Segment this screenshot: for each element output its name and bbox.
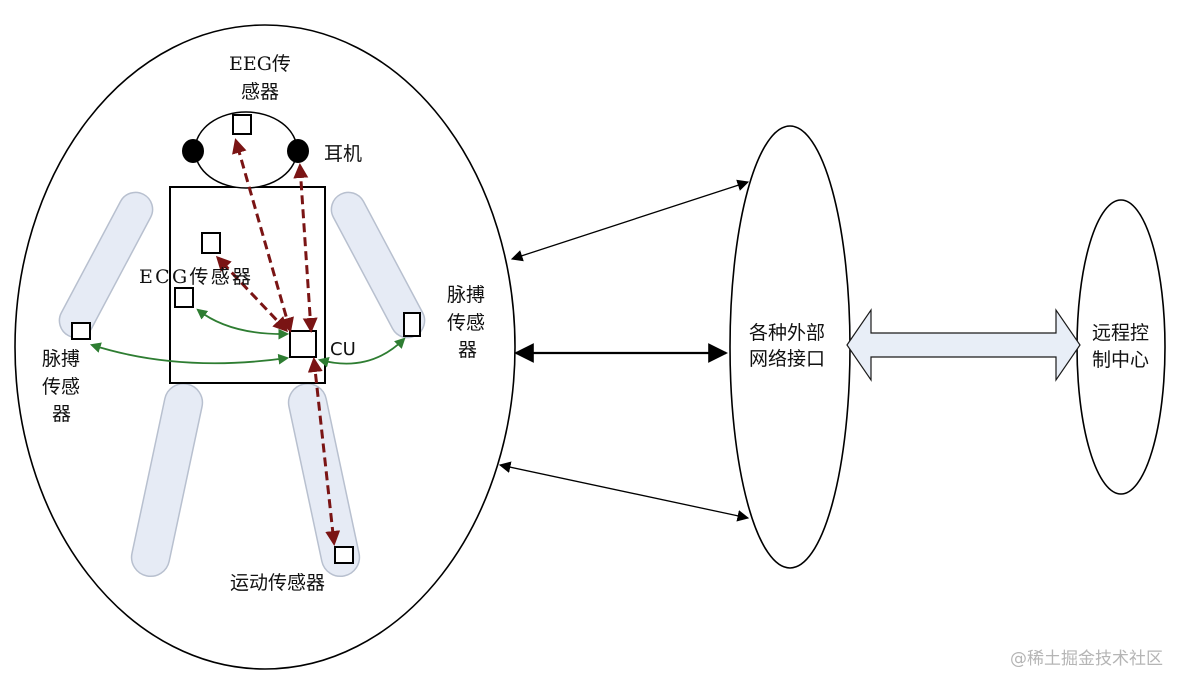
left-leg xyxy=(130,382,204,578)
eeg-label-line2: 感器 xyxy=(241,81,279,103)
pulse-sensor-left-box xyxy=(71,322,91,340)
interface-remote-double-arrow xyxy=(846,308,1081,382)
earphone-left-icon xyxy=(182,139,204,163)
pulse-right-label-line3: 器 xyxy=(458,339,477,361)
remote-center-ellipse xyxy=(1076,199,1166,495)
ecg-sensor-box-top xyxy=(201,232,221,254)
link-cu-pulse-right xyxy=(317,337,406,368)
interface-label-line2: 网络接口 xyxy=(749,348,825,370)
ecg-sensor-box-side xyxy=(174,287,194,308)
link-cu-motion xyxy=(307,357,341,546)
human-figure xyxy=(58,111,426,578)
link-top xyxy=(510,179,750,262)
link-bottom xyxy=(498,461,750,522)
eeg-sensor-box xyxy=(232,114,252,135)
link-cu-pulse-left xyxy=(89,342,290,365)
pulse-left-label-line2: 传感 xyxy=(42,376,80,398)
green-links xyxy=(89,308,406,368)
motion-sensor-box xyxy=(334,546,354,564)
remote-label-line2: 制中心 xyxy=(1092,349,1149,371)
watermark: @稀土掘金技术社区 xyxy=(1010,649,1163,669)
earphone-label: 耳机 xyxy=(324,143,362,165)
ecg-label: ECG传感器 xyxy=(139,266,251,288)
network-interface-ellipse xyxy=(729,125,851,569)
cu-box xyxy=(289,330,317,358)
pulse-left-label-line1: 脉搏 xyxy=(42,348,80,370)
interface-label-line1: 各种外部 xyxy=(749,322,825,344)
sensors xyxy=(71,114,421,564)
remote-label-line1: 远程控 xyxy=(1092,322,1149,344)
link-cu-ecg-side xyxy=(196,308,290,340)
network-links xyxy=(498,179,750,522)
earphone-right-icon xyxy=(287,139,309,163)
pulse-right-label-line1: 脉搏 xyxy=(447,284,485,306)
pulse-sensor-right-box xyxy=(403,312,421,337)
pulse-left-label-line3: 器 xyxy=(52,403,71,425)
motion-label: 运动传感器 xyxy=(230,572,325,594)
eeg-label-line1: EEG传 xyxy=(229,53,291,75)
pulse-right-label-line2: 传感 xyxy=(447,312,485,334)
left-arm xyxy=(58,191,154,339)
cu-label: CU xyxy=(330,339,356,360)
